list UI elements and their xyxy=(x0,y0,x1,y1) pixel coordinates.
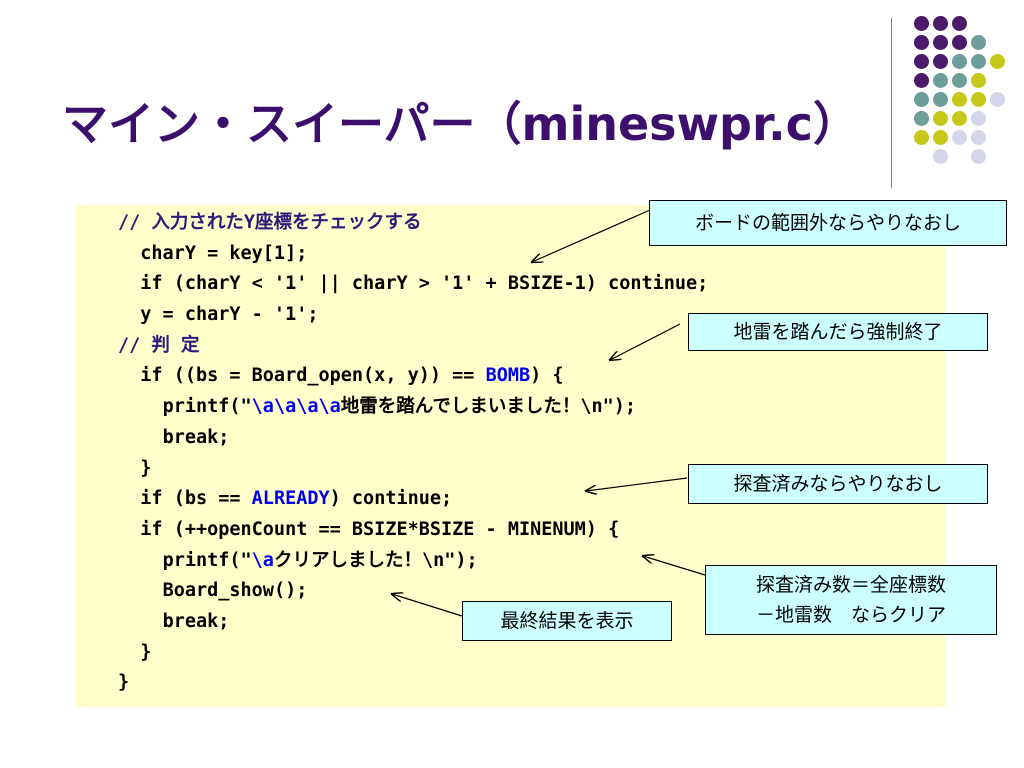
dot-teal xyxy=(971,54,986,69)
callout-clear: 探査済み数＝全座標数 －地雷数 ならクリア xyxy=(705,565,997,635)
code-text: y = charY - '1'; xyxy=(140,304,319,326)
code-text: } xyxy=(140,457,152,479)
dot-yellow xyxy=(914,130,929,145)
code-text: printf(" xyxy=(162,396,252,418)
dot-lavender xyxy=(971,130,986,145)
callout-text: 探査済み数＝全座標数 xyxy=(755,574,946,596)
code-line: if (++openCount == BSIZE*BSIZE - MINENUM… xyxy=(118,515,708,546)
callout-text: 探査済みならやりなおし xyxy=(733,473,943,495)
arrow-already xyxy=(586,477,688,491)
dot-purple xyxy=(933,16,948,31)
code-text: if (charY < '1' || charY > '1' + BSIZE-1… xyxy=(140,273,709,295)
code-line: } xyxy=(118,454,708,485)
arrow-clear xyxy=(643,556,706,576)
dot-teal xyxy=(933,73,948,88)
code-text: 地雷を踏んでしまいました！\n"); xyxy=(340,396,637,418)
code-text: } xyxy=(140,641,152,663)
code-keyword: \a xyxy=(251,549,274,571)
code-text: クリアしました！\n"); xyxy=(273,549,478,571)
code-text: printf(" xyxy=(162,549,252,571)
code-line: if (bs == ALREADY) continue; xyxy=(118,484,708,515)
code-text: Board_show(); xyxy=(162,580,308,602)
code-line: charY = key[1]; xyxy=(118,239,708,270)
dot-lavender xyxy=(990,92,1005,107)
slide-title: マイン・スイーパー（mineswpr.c） xyxy=(62,97,859,151)
dot-purple xyxy=(952,35,967,50)
code-text: if (++openCount == BSIZE*BSIZE - MINENUM… xyxy=(140,518,620,540)
callout-show: 最終結果を表示 xyxy=(462,601,672,641)
callout-text: －地雷数 ならクリア xyxy=(755,604,946,626)
code-keyword: ALREADY xyxy=(251,488,330,510)
code-line: y = charY - '1'; xyxy=(118,300,708,331)
code-comment: // 入力されたY座標をチェックする xyxy=(118,208,708,239)
dot-yellow xyxy=(952,111,967,126)
dot-lavender xyxy=(971,149,986,164)
dot-teal xyxy=(933,92,948,107)
dot-purple xyxy=(914,16,929,31)
vertical-divider xyxy=(891,18,892,188)
code-text: break; xyxy=(162,610,230,632)
dot-purple xyxy=(952,16,967,31)
dot-lavender xyxy=(933,149,948,164)
arrow-show xyxy=(392,594,463,617)
code-keyword: \a\a\a\a xyxy=(251,396,341,418)
dot-lavender xyxy=(971,111,986,126)
code-text: charY = key[1]; xyxy=(140,242,308,264)
dot-yellow xyxy=(990,54,1005,69)
dot-yellow xyxy=(933,130,948,145)
code-text: if ((bs = Board_open(x, y)) == xyxy=(140,365,486,387)
arrow-bomb xyxy=(610,323,681,360)
code-text: // 判 定 xyxy=(118,334,200,356)
dot-purple xyxy=(933,54,948,69)
dot-yellow xyxy=(933,111,948,126)
code-text: ) { xyxy=(530,365,564,387)
code-line: printf("\a\a\a\a地雷を踏んでしまいました！\n"); xyxy=(118,392,708,423)
code-line: break; xyxy=(118,423,708,454)
code-block: // 入力されたY座標をチェックする charY = key[1]; if (c… xyxy=(118,208,708,699)
dot-purple xyxy=(914,73,929,88)
dot-purple xyxy=(914,35,929,50)
code-keyword: BOMB xyxy=(485,365,531,387)
code-text: // 入力されたY座標をチェックする xyxy=(118,212,422,233)
callout-already: 探査済みならやりなおし xyxy=(688,464,988,504)
dot-yellow xyxy=(971,92,986,107)
callout-range-check: ボードの範囲外ならやりなおし xyxy=(649,200,1007,246)
dot-teal xyxy=(914,92,929,107)
code-comment: // 判 定 xyxy=(118,331,708,362)
dot-yellow xyxy=(952,92,967,107)
code-text: ) continue; xyxy=(329,488,453,510)
dot-teal xyxy=(952,73,967,88)
dot-purple xyxy=(933,35,948,50)
code-line: if (charY < '1' || charY > '1' + BSIZE-1… xyxy=(118,269,708,300)
code-text: if (bs == xyxy=(140,488,252,510)
callout-text: 地雷を踏んだら強制終了 xyxy=(733,321,943,343)
dot-purple xyxy=(914,54,929,69)
code-line: } xyxy=(118,638,708,669)
code-line: Board_show(); xyxy=(118,576,708,607)
code-line: break; xyxy=(118,607,708,638)
callout-text: 最終結果を表示 xyxy=(500,610,634,632)
arrow-range-check xyxy=(532,209,651,262)
dot-yellow xyxy=(971,73,986,88)
code-line: printf("\aクリアしました！\n"); xyxy=(118,546,708,577)
dot-lavender xyxy=(952,130,967,145)
dot-teal xyxy=(914,111,929,126)
code-line: if ((bs = Board_open(x, y)) == BOMB) { xyxy=(118,361,708,392)
dot-teal xyxy=(952,54,967,69)
code-text: break; xyxy=(162,426,230,448)
code-text: } xyxy=(118,672,130,694)
callout-text: ボードの範囲外ならやりなおし xyxy=(694,212,961,234)
code-line: } xyxy=(118,668,708,699)
callout-bomb: 地雷を踏んだら強制終了 xyxy=(688,313,988,351)
dot-teal xyxy=(971,35,986,50)
